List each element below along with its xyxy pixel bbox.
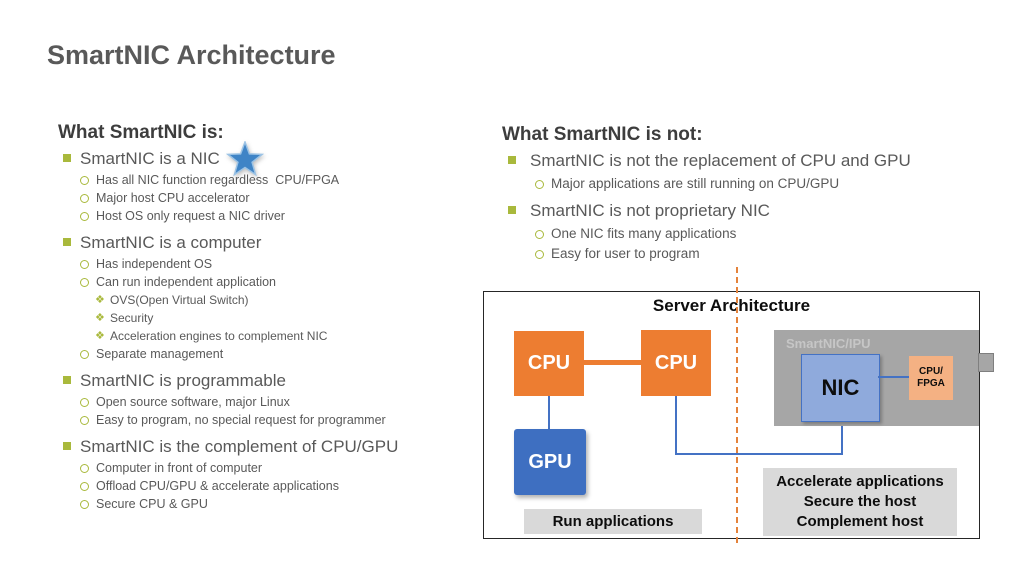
nic-box: NIC (801, 354, 880, 422)
bullet-item: Has independent OS (58, 257, 498, 271)
bullet-item: One NIC fits many applications (502, 226, 982, 241)
bullet-text: Easy to program, no special request for … (96, 413, 386, 427)
gpu-box: GPU (514, 429, 586, 495)
bullet-text: SmartNIC is a NIC (80, 149, 220, 168)
bullet-item: Easy for user to program (502, 246, 982, 261)
bullet-item: SmartNIC is not proprietary NIC (502, 200, 982, 221)
bullet-text: Major applications are still running on … (551, 176, 840, 191)
server-architecture-diagram: Server Architecture CPU CPU GPU SmartNIC… (483, 291, 994, 539)
bullet-text: Easy for user to program (551, 246, 700, 261)
bullet-text: OVS(Open Virtual Switch) (110, 293, 249, 307)
bullet-item: SmartNIC is a computer (58, 232, 498, 253)
circle-bullet-icon (80, 350, 89, 359)
square-bullet-icon (63, 442, 71, 450)
run-applications-label: Run applications (524, 509, 702, 534)
bullet-item: Major applications are still running on … (502, 176, 982, 191)
cpu1-box: CPU (514, 331, 584, 396)
square-bullet-icon (63, 376, 71, 384)
circle-bullet-icon (80, 176, 89, 185)
bullet-text: Has all NIC function regardless CPU/FPGA (96, 173, 340, 187)
smartnic-benefits-label: Accelerate applications Secure the host … (763, 468, 957, 536)
cpu2-box: CPU (641, 330, 711, 396)
right-column-heading: What SmartNIC is not: (502, 124, 703, 145)
bullet-item: Separate management (58, 347, 498, 361)
bullet-text: Major host CPU accelerator (96, 191, 250, 205)
diagram-title: Server Architecture (652, 296, 811, 315)
bullet-text: SmartNIC is the complement of CPU/GPU (80, 437, 399, 456)
side-tab-shape (978, 353, 994, 372)
bullet-item: ❖ OVS(Open Virtual Switch) (58, 293, 498, 307)
left-column-heading: What SmartNIC is: (58, 122, 224, 143)
bullet-text: Computer in front of computer (96, 461, 263, 475)
bullet-text: SmartNIC is not the replacement of CPU a… (530, 151, 911, 170)
horizontal-connector (675, 453, 843, 455)
nic-fpga-connector (878, 376, 909, 378)
bullet-item: Has all NIC function regardless CPU/FPGA (58, 173, 498, 187)
bullet-text: SmartNIC is not proprietary NIC (530, 201, 770, 220)
bullet-text: Offload CPU/GPU & accelerate application… (96, 479, 339, 493)
bullet-item: SmartNIC is not the replacement of CPU a… (502, 150, 982, 171)
square-bullet-icon (63, 238, 71, 246)
cpu1-gpu-connector (548, 396, 550, 429)
left-column: What SmartNIC is: SmartNIC is a NIC Has a… (58, 120, 498, 511)
bullet-text: Host OS only request a NIC driver (96, 209, 285, 223)
bullet-item: Offload CPU/GPU & accelerate application… (58, 479, 498, 493)
circle-bullet-icon (80, 482, 89, 491)
circle-bullet-icon (80, 260, 89, 269)
circle-bullet-icon (80, 212, 89, 221)
square-bullet-icon (508, 206, 516, 214)
square-bullet-icon (63, 154, 71, 162)
circle-bullet-icon (535, 230, 544, 239)
bullet-text: One NIC fits many applications (551, 226, 737, 241)
circle-bullet-icon (80, 500, 89, 509)
bullet-item: Computer in front of computer (58, 461, 498, 475)
cpu-cpu-connector (584, 360, 641, 365)
circle-bullet-icon (80, 464, 89, 473)
bullet-text: SmartNIC is programmable (80, 371, 286, 390)
bullet-text: Open source software, major Linux (96, 395, 290, 409)
bullet-text: Acceleration engines to complement NIC (110, 329, 328, 343)
diamond-bullet-icon: ❖ (95, 294, 105, 306)
cpu2-down-connector (675, 396, 677, 455)
bullet-item: SmartNIC is the complement of CPU/GPU (58, 436, 498, 457)
page-title: SmartNIC Architecture (47, 40, 336, 70)
bullet-text: Has independent OS (96, 257, 213, 271)
bullet-item: SmartNIC is programmable (58, 370, 498, 391)
star-icon (226, 141, 264, 177)
square-bullet-icon (508, 156, 516, 164)
right-bullet-list: SmartNIC is not the replacement of CPU a… (502, 150, 982, 261)
bullet-text: Can run independent application (96, 275, 276, 289)
circle-bullet-icon (535, 250, 544, 259)
cpu-fpga-box: CPU/ FPGA (909, 356, 953, 400)
dashed-divider-line (736, 267, 738, 543)
bullet-item: Open source software, major Linux (58, 395, 498, 409)
bullet-item: Easy to program, no special request for … (58, 413, 498, 427)
bullet-item: Can run independent application (58, 275, 498, 289)
left-bullet-list: SmartNIC is a NIC Has all NIC function re… (58, 141, 498, 511)
right-column: What SmartNIC is not: SmartNIC is not th… (502, 122, 982, 261)
bullet-item: SmartNIC is a NIC (58, 141, 498, 177)
smartnic-ipu-label: SmartNIC/IPU (786, 336, 871, 351)
bullet-item: Major host CPU accelerator (58, 191, 498, 205)
diamond-bullet-icon: ❖ (95, 312, 105, 324)
bullet-item: ❖ Security (58, 311, 498, 325)
circle-bullet-icon (80, 278, 89, 287)
circle-bullet-icon (535, 180, 544, 189)
circle-bullet-icon (80, 194, 89, 203)
bullet-item: ❖ Acceleration engines to complement NIC (58, 329, 498, 343)
bullet-item: Host OS only request a NIC driver (58, 209, 498, 223)
bullet-text: Security (110, 311, 154, 325)
nic-down-connector (841, 421, 843, 455)
diamond-bullet-icon: ❖ (95, 330, 105, 342)
circle-bullet-icon (80, 398, 89, 407)
bullet-text: Separate management (96, 347, 224, 361)
bullet-text: Secure CPU & GPU (96, 497, 208, 511)
bullet-text: SmartNIC is a computer (80, 233, 262, 252)
bullet-item: Secure CPU & GPU (58, 497, 498, 511)
circle-bullet-icon (80, 416, 89, 425)
